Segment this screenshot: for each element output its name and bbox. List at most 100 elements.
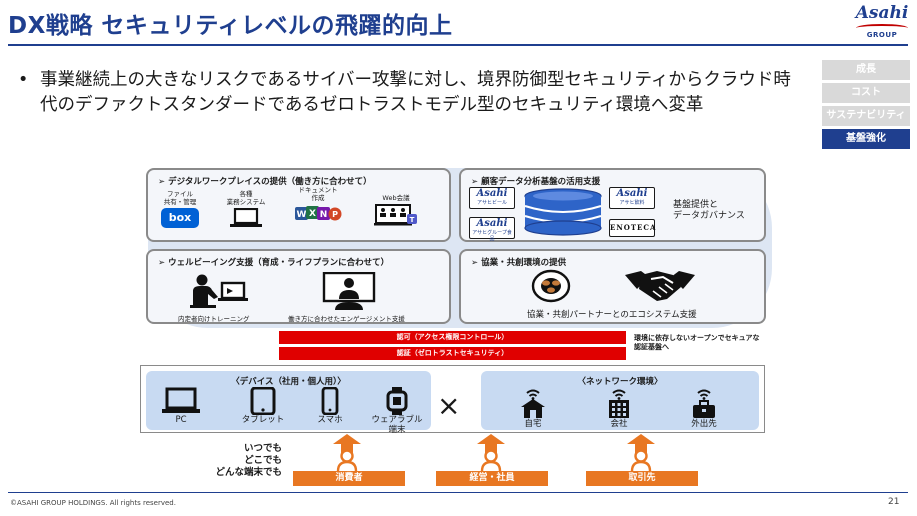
logo-subtitle: GROUP [866,31,898,39]
tool-business-systems: 各種 業務システム [218,190,274,228]
arrow-up-consumers [333,434,361,444]
office-apps-icon: W X N P [295,206,342,221]
video-call-engagement-icon [322,272,376,310]
brand-box-enoteca: ENOTECA [609,219,655,237]
panel-title: ➢ デジタルワークプレイスの提供（働き方に合わせて） [158,177,372,187]
panel-co-creation: ➢ 協業・共創環境の提供 協業・共創パートナーとのエコシステム支援 [459,249,766,324]
svg-text:P: P [332,210,338,219]
bullet-marker: • [18,70,29,90]
brand-logo: Asahi [616,188,648,199]
asahi-group-logo: Asahi GROUP [852,3,912,43]
box-logo-icon: box [161,208,199,228]
title-divider [8,44,908,46]
brand-logo: Asahi [476,188,508,199]
wellbeing-caption-training: 内定者向けトレーニング [178,315,250,323]
tool-label: ドキュメント 作成 [298,186,338,202]
web-meeting-icon: T [374,204,417,226]
panel-title: ➢ ウェルビーイング支援（育成・ライフプランに合わせて） [158,258,390,268]
laptop-icon [230,208,262,227]
home-wifi-icon [521,389,545,418]
database-icon [524,188,602,236]
wellbeing-caption-engagement: 働き方に合わせたエンゲージメント支援 [288,315,405,323]
logo-wordmark: Asahi [855,3,909,23]
times-symbol: × [437,389,461,422]
anywhere-anytime-text: いつでも どこでも どんな端末でも [215,443,282,478]
footer-divider [8,492,908,493]
device-smartphone: スマホ [310,387,350,425]
data-governance-caption: 基盤提供と データガバナンス [673,200,745,221]
brand-box-asahi-soft-drinks: Asahi アサヒ飲料 [609,187,655,209]
person-icon-partners [630,449,652,471]
logo-arc [856,24,908,32]
strategy-tags: 成長 コスト サステナビリティ 基盤強化 [822,60,910,152]
tag-foundation-active: 基盤強化 [822,129,910,149]
person-laptop-icon [190,274,248,308]
panel-title: ➢ 顧客データ分析基盤の活用支援 [471,177,601,187]
auth-platform-note: 環境に依存しないオープンでセキュアな 認証基盤へ [634,334,760,351]
smartphone-icon [321,387,339,415]
panel-digital-workplace: ➢ デジタルワークプレイスの提供（働き方に合わせて） ファイル 共有・管理 bo… [146,168,451,242]
bag-wifi-icon [693,389,715,418]
network-label: 会社 [610,419,628,429]
user-bar-consumers: 消費者 [293,471,405,486]
tool-label: 各種 業務システム [226,190,266,206]
user-bar-partners: 取引先 [586,471,698,486]
panel-wellbeing: ➢ ウェルビーイング支援（育成・ライフプランに合わせて） 内定者向けトレーニング… [146,249,451,324]
brand-logo: ENOTECA [610,223,657,232]
arrow-up-partners [627,434,655,444]
brand-subtitle: アサヒ飲料 [619,200,645,206]
network-office: 会社 [597,387,641,429]
brand-subtitle: アサヒビール [476,200,507,206]
tag-sustainability: サステナビリティ [822,106,910,126]
laptop-icon [162,387,200,413]
devices-panel: 〈デバイス（社用・個人用）〉 PC タブレット スマホ [146,371,431,435]
brand-box-asahi-foods: Asahi アサヒグループ食品 [469,217,515,242]
panel-customer-data: ➢ 顧客データ分析基盤の活用支援 Asahi アサヒビール Asahi アサヒ飲… [459,168,766,242]
user-bar-employees: 経営・社員 [436,471,548,486]
office-building-wifi-icon [609,389,629,418]
device-tablet: タブレット [238,387,288,425]
main-bullet: • 事業継続上の大きなリスクであるサイバー攻撃に対し、境界防御型セキュリティから… [18,68,808,117]
device-label: スマホ [317,415,343,425]
devices-title: 〈デバイス（社用・個人用）〉 [231,377,346,387]
person-icon-consumers [336,449,358,471]
arrow-up-employees [477,434,505,444]
svg-text:W: W [297,210,307,220]
network-panel: 〈ネットワーク環境〉 自宅 会社 [481,371,759,430]
panel-title: ➢ 協業・共創環境の提供 [471,258,567,268]
device-label: PC [175,415,187,425]
device-label: ウェアラブル 端末 [371,415,423,435]
brand-logo: Asahi [476,218,508,229]
tag-cost: コスト [822,83,910,103]
network-title: 〈ネットワーク環境〉 [577,377,663,387]
person-icon-employees [480,449,502,471]
page-number: 21 [888,497,900,507]
tool-label: ファイル 共有・管理 [163,190,197,206]
authorization-bar: 認可（アクセス権限コントロール） [279,331,626,344]
tool-web-meeting: Web会議 T [366,194,426,226]
coffee-beans-icon [531,269,571,303]
smartwatch-icon [386,387,408,415]
tool-label: Web会議 [382,194,410,202]
svg-text:N: N [320,210,328,220]
svg-text:X: X [309,209,316,219]
page-title: DX戦略 セキュリティレベルの飛躍的向上 [8,13,453,39]
device-wearable: ウェアラブル 端末 [368,387,426,435]
device-label: タブレット [241,415,285,425]
handshake-icon [625,271,695,301]
svg-text:T: T [410,216,415,224]
brand-box-asahi-beer: Asahi アサヒビール [469,187,515,209]
co-creation-caption: 協業・共創パートナーとのエコシステム支援 [527,310,697,320]
network-label: 外出先 [691,419,717,429]
device-pc: PC [158,387,204,425]
network-outside: 外出先 [679,387,729,429]
tool-document-creation: ドキュメント 作成 W X N P [288,186,348,222]
access-environment-frame: 〈デバイス（社用・個人用）〉 PC タブレット スマホ [140,365,765,435]
copyright-text: ©ASAHI GROUP HOLDINGS. All rights reserv… [10,499,176,507]
bullet-text: 事業継続上の大きなリスクであるサイバー攻撃に対し、境界防御型セキュリティからクラ… [40,70,791,115]
authentication-bar: 認証（ゼロトラストセキュリティ） [279,347,626,360]
network-home: 自宅 [511,387,555,429]
tool-file-sharing: ファイル 共有・管理 box [154,190,206,228]
tablet-icon [250,387,276,415]
network-label: 自宅 [524,419,542,429]
